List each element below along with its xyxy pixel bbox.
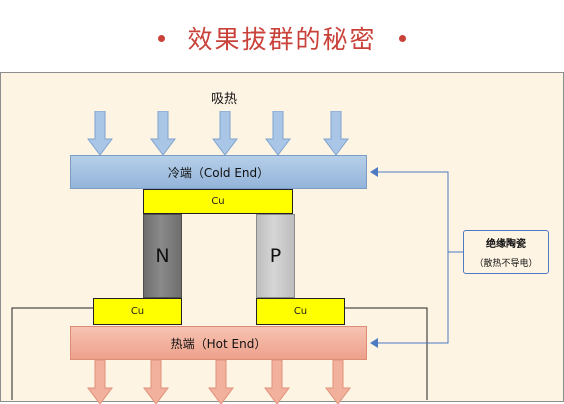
heat-out-arrow-icon	[264, 360, 290, 404]
ceramic-title: 绝缘陶瓷	[486, 239, 526, 250]
header: 效果拔群的秘密	[0, 18, 564, 58]
title-bullet-right	[398, 34, 406, 42]
ceramic-callout-to-cold	[371, 171, 463, 253]
n-type-label: N	[155, 245, 170, 267]
cold-end-plate: 冷端（Cold End）	[70, 155, 367, 189]
copper-label: Cu	[130, 306, 145, 317]
heat-in-arrow-icon	[150, 111, 176, 155]
insulating-ceramic-callout: 绝缘陶瓷 （散热不导电）	[463, 230, 549, 274]
title-bullet-left	[158, 34, 166, 42]
copper-top-conductor: Cu	[143, 189, 293, 214]
copper-label: Cu	[293, 306, 308, 317]
heat-out-arrow-icon	[87, 360, 113, 404]
page-title: 效果拔群的秘密	[187, 25, 377, 54]
heat-in-arrow-icon	[87, 111, 113, 155]
hot-end-label: 热端（Hot End）	[170, 336, 267, 351]
p-type-label: P	[269, 245, 282, 267]
copper-bottom-right-conductor: Cu	[256, 298, 345, 325]
heat-out-arrow-icon	[325, 360, 351, 404]
n-type-semiconductor: N	[143, 214, 182, 298]
heat-out-arrow-icon	[208, 360, 234, 404]
absorb-heat-label: 吸热	[210, 92, 237, 107]
heat-in-arrow-icon	[212, 111, 238, 155]
heat-in-arrow-icon	[265, 111, 291, 155]
ceramic-subtitle: （散热不导电）	[474, 259, 538, 269]
heat-out-arrow-icon	[143, 360, 169, 404]
copper-bottom-left-conductor: Cu	[93, 298, 182, 325]
circuit-wire-right	[345, 307, 428, 400]
hot-end-plate: 热端（Hot End）	[70, 326, 367, 360]
cold-end-label: 冷端（Cold End）	[167, 165, 270, 180]
arrowhead-icon	[370, 167, 378, 177]
copper-label: Cu	[211, 196, 225, 207]
ceramic-callout-to-hot	[371, 252, 449, 344]
p-type-semiconductor: P	[256, 214, 295, 298]
heat-in-arrow-icon	[323, 111, 349, 155]
arrowhead-icon	[370, 338, 378, 348]
circuit-wire-left	[11, 307, 93, 400]
